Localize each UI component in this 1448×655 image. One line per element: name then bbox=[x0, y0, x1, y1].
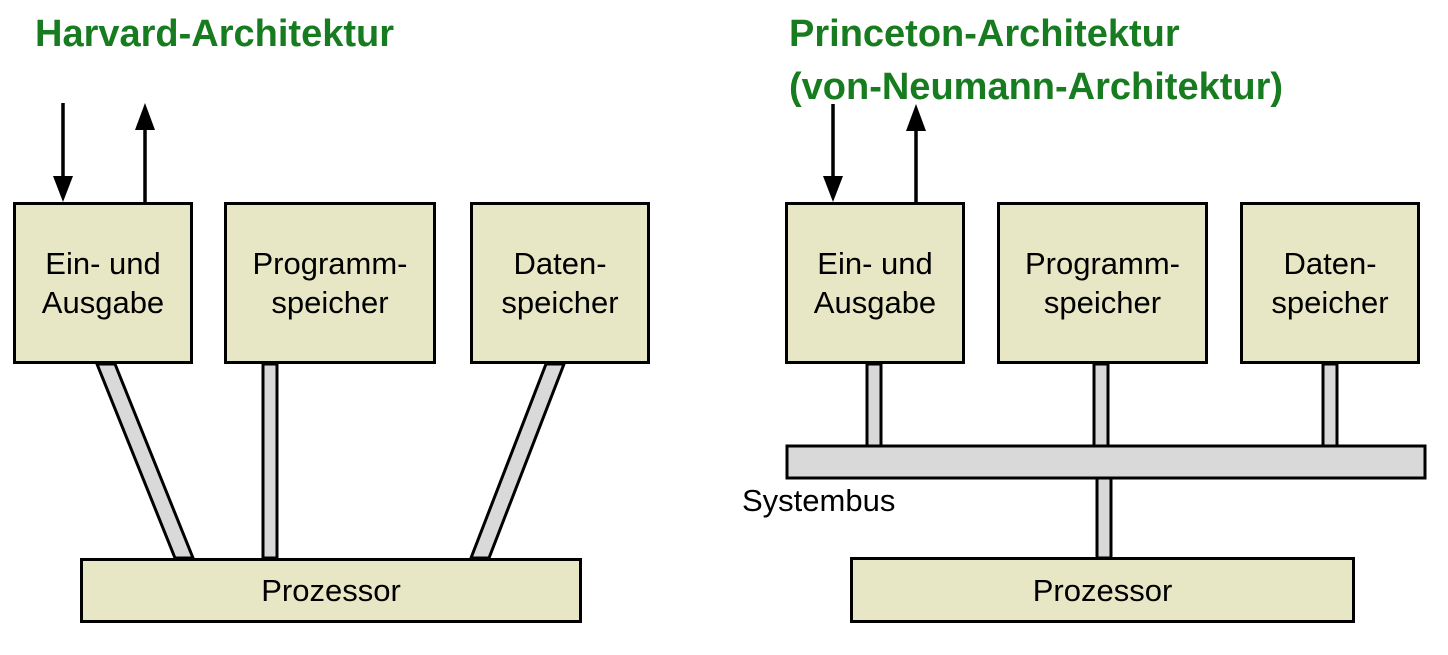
harvard-io-box: Ein- und Ausgabe bbox=[13, 202, 193, 364]
box-label-line: speicher bbox=[1043, 285, 1162, 320]
box-label-line: Ausgabe bbox=[41, 285, 165, 320]
box-label-line: speicher bbox=[501, 285, 619, 320]
box-label-line: Prozessor bbox=[261, 573, 401, 608]
box-label-line: Daten- bbox=[513, 246, 607, 281]
harvard-output-arrow-icon bbox=[135, 103, 155, 202]
princeton-data-memory-box: Daten- speicher bbox=[1240, 202, 1420, 364]
princeton-title-line2: (von-Neumann-Architektur) bbox=[789, 66, 1284, 108]
princeton-data-stub bbox=[1321, 362, 1339, 448]
systembus-label: Systembus bbox=[742, 483, 896, 518]
box-label-line: Ein- und bbox=[817, 246, 933, 281]
box-label-line: speicher bbox=[1271, 285, 1389, 320]
princeton-input-arrow-icon bbox=[823, 104, 843, 202]
systembus-bar bbox=[785, 444, 1427, 480]
princeton-program-memory-box: Programm- speicher bbox=[997, 202, 1208, 364]
princeton-processor-box: Prozessor bbox=[850, 557, 1355, 623]
harvard-data-memory-box: Daten- speicher bbox=[470, 202, 650, 364]
harvard-program-memory-box: Programm- speicher bbox=[224, 202, 436, 364]
box-label-line: speicher bbox=[271, 285, 389, 320]
box-label-line: Daten- bbox=[1283, 246, 1377, 281]
princeton-program-stub bbox=[1092, 362, 1110, 448]
box-label-line: Programm- bbox=[1024, 246, 1180, 281]
princeton-io-stub bbox=[865, 362, 883, 448]
princeton-output-arrow-icon bbox=[906, 104, 926, 202]
harvard-input-arrow-icon bbox=[53, 103, 73, 202]
box-label-line: Ein- und bbox=[45, 246, 161, 281]
harvard-program-bus bbox=[261, 362, 279, 560]
box-label-line: Ausgabe bbox=[813, 285, 937, 320]
harvard-io-bus bbox=[94, 362, 196, 560]
harvard-title: Harvard-Architektur bbox=[35, 13, 394, 55]
harvard-data-bus bbox=[468, 362, 567, 560]
harvard-processor-box: Prozessor bbox=[80, 558, 582, 623]
box-label-line: Prozessor bbox=[1032, 572, 1173, 608]
princeton-io-box: Ein- und Ausgabe bbox=[785, 202, 965, 364]
princeton-processor-stub bbox=[1095, 476, 1113, 560]
princeton-title: Princeton-Architektur (von-Neumann-Archi… bbox=[789, 8, 1283, 114]
box-label-line: Programm- bbox=[252, 246, 408, 281]
princeton-title-line1: Princeton-Architektur bbox=[789, 13, 1180, 55]
